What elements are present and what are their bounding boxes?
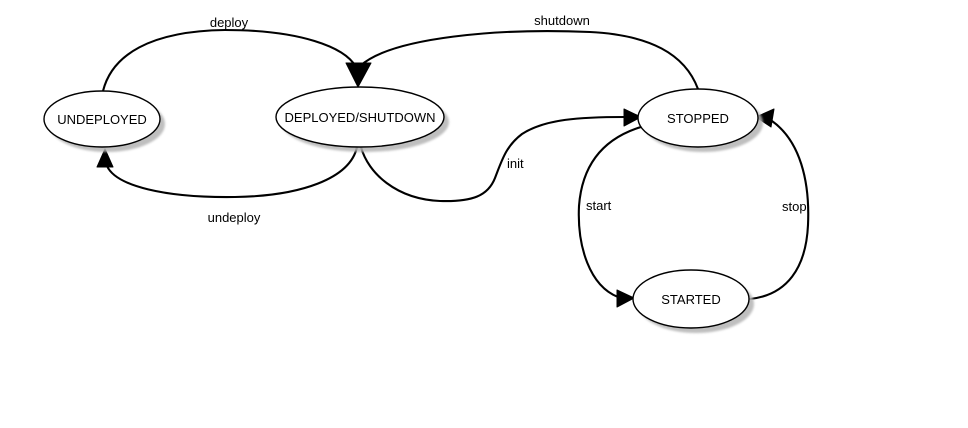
edge-label-undeploy: undeploy <box>208 210 261 225</box>
node-undeployed: UNDEPLOYED <box>43 90 165 152</box>
edge-deploy <box>101 28 358 93</box>
arrowhead-stop-into-stopped-icon <box>755 108 775 128</box>
arrowhead-into-undeployed-icon <box>96 148 114 168</box>
arrowhead-into-started-icon <box>616 289 635 308</box>
node-deployed-shutdown: DEPLOYED/SHUTDOWN <box>275 86 449 152</box>
edge-label-deploy: deploy <box>210 15 249 30</box>
node-started: STARTED <box>632 269 754 333</box>
node-stopped-label: STOPPED <box>667 111 729 126</box>
edge-label-shutdown: shutdown <box>534 13 590 28</box>
node-stopped: STOPPED <box>637 88 763 152</box>
edge-stop <box>748 119 810 301</box>
node-stopped-shape <box>637 88 759 148</box>
arrowhead-into-deployed-shutdown-icon <box>345 62 372 88</box>
edge-undeploy <box>105 145 359 199</box>
node-started-label: STARTED <box>661 292 720 307</box>
node-deployed-shutdown-label: DEPLOYED/SHUTDOWN <box>285 110 436 125</box>
node-undeployed-shape <box>43 90 161 148</box>
arrowhead-init-into-stopped-icon <box>623 108 642 127</box>
edge-shutdown <box>358 30 700 91</box>
edge-label-init: init <box>507 156 524 171</box>
edge-label-stop: stop <box>782 199 807 214</box>
edge-init <box>359 115 627 203</box>
edge-label-start: start <box>586 198 612 213</box>
node-undeployed-label: UNDEPLOYED <box>57 112 147 127</box>
node-started-shape <box>632 269 750 329</box>
edge-start <box>577 125 643 299</box>
node-deployed-shutdown-shape <box>275 86 445 148</box>
